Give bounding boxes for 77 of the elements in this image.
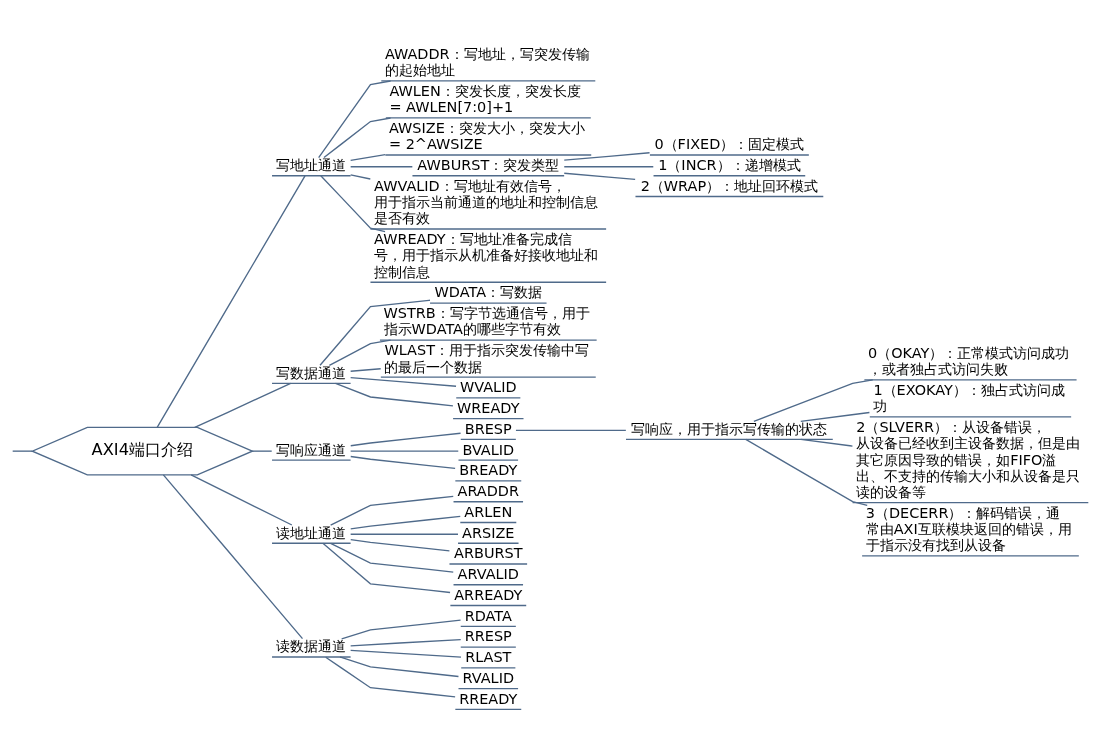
- node-text: 写数据通道: [276, 364, 347, 381]
- connector: [745, 438, 868, 506]
- node-text: AWBURST：突发类型: [417, 157, 560, 174]
- connector: [320, 175, 386, 233]
- connector: [349, 368, 382, 372]
- connector: [563, 172, 636, 181]
- connector: [339, 656, 460, 678]
- connector: [341, 619, 462, 640]
- node-text: 写地址通道: [276, 157, 347, 174]
- connector: [190, 474, 293, 526]
- connector: [329, 495, 454, 526]
- node-text: ARBURST: [454, 545, 523, 562]
- connector: [515, 429, 627, 432]
- connector: [251, 450, 273, 452]
- connector: [349, 174, 371, 180]
- connector: [350, 515, 461, 530]
- node-text: BREADY: [459, 462, 518, 479]
- connector: [349, 649, 462, 658]
- node-text: 1（INCR）：递增模式: [658, 157, 801, 174]
- connector: [800, 438, 854, 447]
- node-text: WDATA：写数据: [434, 284, 543, 301]
- node-text: ARSIZE: [462, 524, 515, 541]
- connector: [329, 542, 454, 573]
- node-text: AWREADY：写地址准备完成信号，用于指示从机准备好接收地址和控制信息: [374, 231, 599, 280]
- node-text: RVALID: [462, 670, 515, 687]
- connector: [350, 538, 451, 552]
- connector: [12, 450, 33, 452]
- connector: [325, 656, 456, 698]
- connector: [319, 299, 431, 366]
- connector: [349, 376, 457, 387]
- node-text: WVALID: [460, 379, 517, 396]
- node-text: 2（SLVERR）：从设备错误，从设备已经收到主设备数据，但是由其它原因导致的错误，如FIFO溢出、不支持的传输大小和从设备是只读的设备等: [856, 419, 1081, 501]
- connector: [349, 154, 386, 162]
- node-text: ARLEN: [464, 503, 513, 520]
- node-text: RLAST: [465, 649, 512, 666]
- node-text: ARREADY: [454, 586, 523, 603]
- connector: [328, 339, 392, 366]
- node-text: 1（EXOKAY）：独占式访问成功: [873, 381, 1065, 415]
- node-text: WLAST：用于指示突发传输中写的最后一个数据: [384, 342, 589, 375]
- connector: [349, 450, 459, 452]
- node-text: WSTRB：写字节选通信号，用于指示WDATA的哪些字节有效: [383, 305, 590, 338]
- node-text: BRESP: [464, 420, 512, 437]
- node-text: RRESP: [464, 628, 512, 645]
- node-text: AWVALID：写地址有效信号，用于指示当前通道的地址和控制信息是否有效: [374, 177, 599, 227]
- connector: [194, 382, 292, 429]
- node-text: AWADDR：写地址，写突发传输的起始地址: [384, 46, 590, 79]
- connector: [334, 382, 454, 407]
- node-text: 3（DECERR）：解码错误，通常由AXI互联模块返回的错误，用于指示没有找到从设备: [865, 504, 1072, 554]
- node-text: RREADY: [459, 690, 518, 707]
- node-text: 读地址通道: [276, 524, 347, 541]
- node-text: 读数据通道: [276, 638, 347, 655]
- node-text: ARADDR: [457, 483, 520, 500]
- node-text: RDATA: [464, 607, 512, 624]
- connector: [156, 175, 306, 429]
- connector: [350, 432, 462, 447]
- connector: [323, 117, 392, 159]
- connector: [349, 638, 462, 647]
- node-text: 2（WRAP）：地址回环模式: [640, 177, 819, 194]
- connector: [350, 455, 456, 470]
- connector: [800, 411, 871, 422]
- node-text: 0（OKAY）：正常模式访问成功，或者独占式访问失败: [867, 344, 1070, 378]
- node-text: WREADY: [457, 400, 520, 417]
- connector: [322, 542, 451, 594]
- node-text: ARVALID: [457, 566, 519, 583]
- node-text: AWSIZE：突发大小，突发大小 = 2^AWSIZE: [388, 120, 585, 153]
- node-text: 写响应通道: [276, 441, 347, 458]
- connector: [162, 474, 304, 640]
- connector: [753, 379, 874, 422]
- connector: [349, 166, 413, 168]
- connector: [563, 152, 651, 161]
- node-text: 0（FIXED）：固定模式: [654, 136, 805, 153]
- connector: [349, 533, 459, 535]
- node-text: AWLEN：突发长度，突发长度 = AWLEN[7:0]+1: [389, 83, 581, 116]
- node-text: BVALID: [462, 441, 515, 458]
- connector: [318, 80, 392, 159]
- connector: [563, 166, 654, 168]
- node-text: 写响应，用于指示写传输的状态: [631, 420, 828, 437]
